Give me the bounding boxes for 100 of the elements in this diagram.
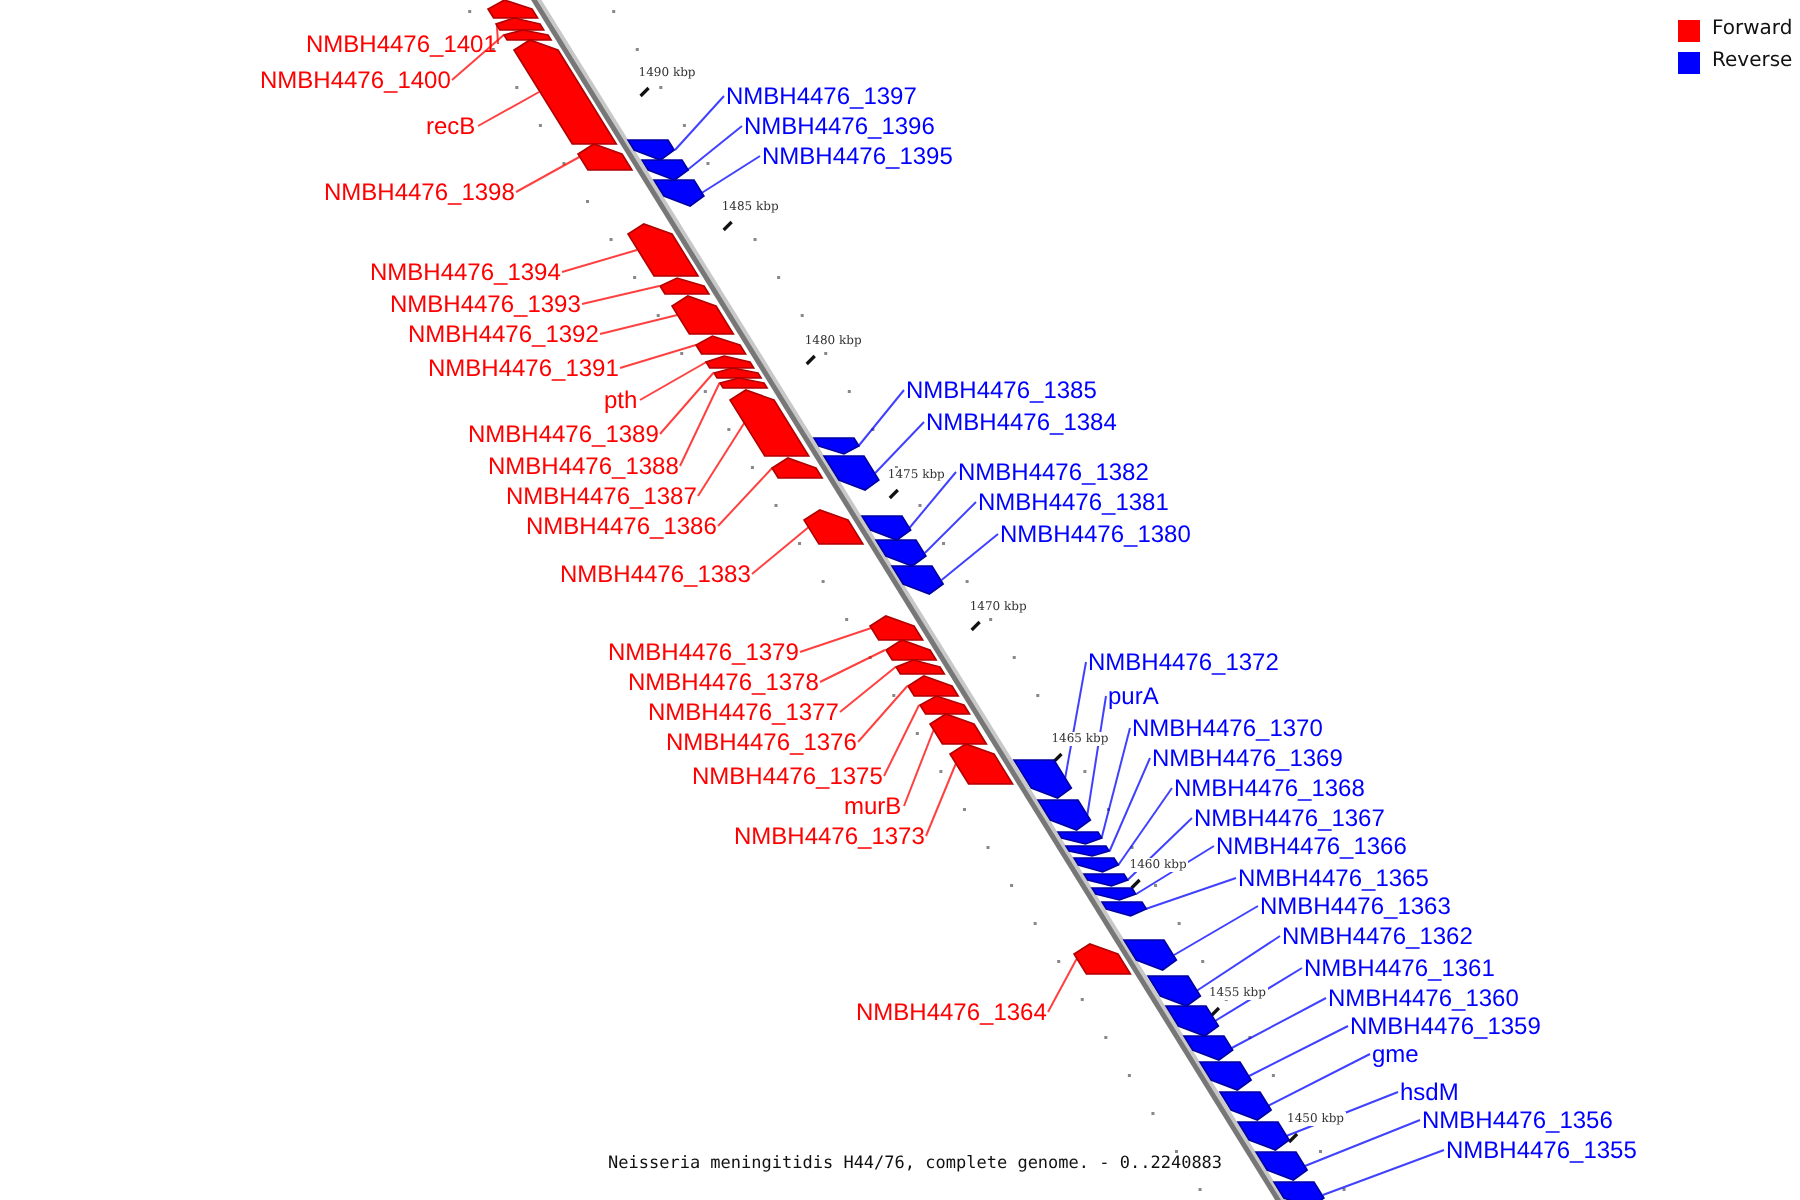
gene-label: pth bbox=[604, 386, 638, 414]
gene-block bbox=[1182, 1034, 1235, 1062]
gene-block bbox=[711, 366, 763, 380]
gene-label: NMBH4476_1389 bbox=[468, 420, 659, 448]
leader-line bbox=[903, 728, 935, 807]
leader-line bbox=[883, 704, 921, 777]
gene-label: NMBH4476_1365 bbox=[1238, 864, 1429, 892]
leader-line bbox=[686, 125, 743, 171]
leader-line bbox=[857, 389, 905, 447]
leader-line bbox=[1173, 905, 1259, 956]
gene-block bbox=[494, 16, 547, 32]
leader-line bbox=[751, 526, 810, 575]
gene-block bbox=[890, 564, 947, 596]
leader-line bbox=[1248, 1025, 1349, 1077]
gene-label: NMBH4476_1379 bbox=[608, 638, 799, 666]
leader-line bbox=[799, 627, 873, 653]
gene-label: NMBH4476_1363 bbox=[1260, 892, 1451, 920]
gene-label: NMBH4476_1380 bbox=[1000, 520, 1191, 548]
leader-line bbox=[477, 91, 541, 127]
gene-label: NMBH4476_1373 bbox=[734, 822, 925, 850]
leader-line bbox=[619, 344, 697, 369]
gene-block bbox=[1235, 1120, 1291, 1152]
leader-line bbox=[1230, 997, 1327, 1049]
gene-block bbox=[1090, 886, 1139, 902]
gene-label: NMBH4476_1364 bbox=[856, 998, 1047, 1026]
leader-line bbox=[1064, 661, 1087, 780]
caption: Neisseria meningitidis H44/76, complete genome. - 0..2240883 bbox=[604, 1154, 1227, 1174]
gene-block bbox=[639, 158, 690, 182]
gene-label: NMBH4476_1377 bbox=[648, 698, 839, 726]
gene-label: NMBH4476_1360 bbox=[1328, 984, 1519, 1012]
gene-block bbox=[693, 334, 748, 356]
gene-label: NMBH4476_1372 bbox=[1088, 648, 1279, 676]
gene-label: NMBH4476_1361 bbox=[1304, 954, 1495, 982]
gene-label: NMBH4476_1369 bbox=[1152, 744, 1343, 772]
gene-block bbox=[717, 376, 769, 390]
gene-label: NMBH4476_1387 bbox=[506, 482, 697, 510]
gene-label: NMBH4476_1382 bbox=[958, 458, 1149, 486]
leader-line bbox=[1303, 1119, 1421, 1167]
leader-line bbox=[599, 314, 679, 335]
gene-block bbox=[1217, 1090, 1273, 1122]
leader-line bbox=[717, 467, 774, 527]
gene-label: NMBH4476_1400 bbox=[260, 66, 451, 94]
gene-block bbox=[905, 674, 960, 698]
leader-line bbox=[857, 685, 909, 743]
leader-line bbox=[925, 763, 957, 837]
leader-line bbox=[1321, 1149, 1445, 1196]
gene-block bbox=[1099, 900, 1148, 918]
legend-label: Reverse bbox=[1712, 50, 1793, 72]
gene-block bbox=[1071, 942, 1132, 976]
leader-line bbox=[674, 95, 725, 151]
leader-line bbox=[839, 666, 897, 713]
leader-line bbox=[1266, 1053, 1371, 1107]
gene-block bbox=[1055, 830, 1104, 846]
leader-line bbox=[679, 382, 721, 467]
leader-line bbox=[495, 23, 499, 45]
leader-line bbox=[819, 649, 886, 683]
leader-line bbox=[1195, 935, 1281, 992]
gene-block bbox=[1071, 856, 1121, 874]
gene-block bbox=[883, 638, 938, 662]
gene-label: NMBH4476_1383 bbox=[560, 560, 751, 588]
gene-label: murB bbox=[844, 792, 902, 820]
gene-block bbox=[811, 436, 861, 456]
gene-label: NMBH4476_1367 bbox=[1194, 804, 1385, 832]
gene-label: NMBH4476_1395 bbox=[762, 142, 953, 170]
gene-label: NMBH4476_1391 bbox=[428, 354, 619, 382]
gene-block bbox=[1145, 974, 1202, 1008]
gene-block bbox=[874, 538, 929, 568]
gene-label: NMBH4476_1376 bbox=[666, 728, 857, 756]
leader-line bbox=[940, 533, 999, 581]
gene-label: NMBH4476_1392 bbox=[408, 320, 599, 348]
gene-block bbox=[868, 614, 925, 642]
gene-label: gme bbox=[1372, 1040, 1419, 1068]
gene-block bbox=[1064, 844, 1112, 858]
gene-label: NMBH4476_1386 bbox=[526, 512, 717, 540]
gene-block bbox=[859, 514, 913, 542]
gene-block bbox=[893, 658, 946, 676]
gene-label: NMBH4476_1375 bbox=[692, 762, 883, 790]
gene-block bbox=[1122, 938, 1180, 972]
gene-label: NMBH4476_1355 bbox=[1446, 1136, 1637, 1164]
leader-line bbox=[659, 372, 715, 435]
leader-line bbox=[1144, 877, 1237, 910]
leader-line bbox=[1214, 967, 1303, 1022]
gene-block bbox=[1081, 872, 1130, 888]
gene-label: NMBH4476_1396 bbox=[744, 112, 935, 140]
gene-block bbox=[485, 0, 540, 20]
gene-label: hsdM bbox=[1400, 1078, 1459, 1106]
gene-block bbox=[626, 138, 677, 162]
gene-label: NMBH4476_1370 bbox=[1132, 714, 1323, 742]
gene-block bbox=[770, 456, 825, 480]
gene-block bbox=[917, 694, 971, 716]
gene-block bbox=[1011, 758, 1073, 800]
leader-line bbox=[697, 422, 746, 497]
gene-label: NMBH4476_1401 bbox=[306, 30, 497, 58]
leader-line bbox=[515, 156, 581, 193]
gene-label: purA bbox=[1108, 682, 1159, 710]
leader-line bbox=[1100, 727, 1131, 839]
gene-label: NMBH4476_1368 bbox=[1174, 774, 1365, 802]
leader-line bbox=[874, 421, 925, 474]
gene-block bbox=[1254, 1150, 1310, 1182]
gene-block bbox=[1163, 1004, 1221, 1038]
